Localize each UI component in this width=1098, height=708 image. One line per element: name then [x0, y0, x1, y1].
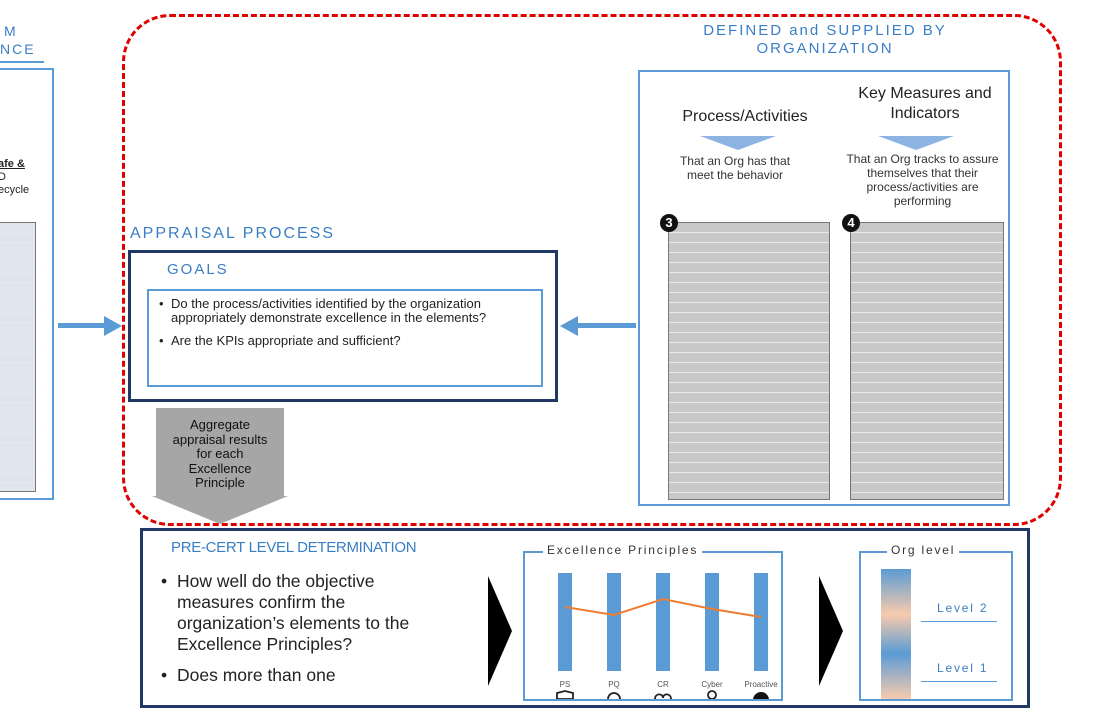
- left-title-line1: M: [4, 23, 18, 39]
- badge-4: 4: [842, 214, 860, 232]
- goals-title: GOALS: [167, 261, 229, 278]
- org-level-title: Org level: [887, 543, 960, 557]
- appraisal-box: GOALS Do the process/activities identifi…: [128, 250, 558, 402]
- trend-line: [564, 597, 762, 618]
- bar-ps: [558, 573, 572, 671]
- lock-icon: [707, 690, 717, 699]
- precert-bullet-1: How well do the objective measures confi…: [159, 571, 449, 655]
- defined-header-line2: ORGANIZATION: [756, 40, 894, 57]
- left-box-text: afe & D ecycle: [0, 158, 29, 197]
- label-cyber: Cyber: [701, 680, 723, 689]
- col2-lines-panel: [850, 222, 1004, 500]
- excellence-chart: PS PQ CR Cyber Proactive: [556, 573, 778, 699]
- left-lines-panel: [0, 222, 36, 492]
- level-1-line: [921, 681, 997, 682]
- precert-box: PRE-CERT LEVEL DETERMINATION How well do…: [140, 528, 1030, 708]
- goal-item-2: Are the KPIs appropriate and sufficient?: [157, 334, 533, 349]
- level-2-label: Level 2: [937, 601, 989, 615]
- col2-arrow: [878, 136, 954, 150]
- left-box-text-line2: D: [0, 171, 6, 183]
- aggregate-arrow-head: [152, 496, 288, 524]
- gear-icon: [607, 692, 621, 699]
- bar-pq: [607, 573, 621, 671]
- label-cr: CR: [657, 680, 669, 689]
- chevron-1-icon: [488, 576, 512, 686]
- right-arrow-shaft: [578, 323, 636, 328]
- goal-item-1: Do the process/activities identified by …: [157, 297, 533, 325]
- left-title-fragment: M NCE: [0, 22, 60, 58]
- bar-cr: [656, 573, 670, 671]
- label-proactive: Proactive: [744, 680, 778, 689]
- col1-title: Process/Activities: [682, 108, 808, 125]
- aggregate-arrow: Aggregate appraisal results for each Exc…: [152, 408, 288, 524]
- precert-title: PRE-CERT LEVEL DETERMINATION: [171, 539, 417, 556]
- aggregate-label: Aggregate appraisal results for each Exc…: [172, 417, 268, 490]
- col1-arrow: [700, 136, 776, 150]
- defined-box: Process/Activities Key Measures and Indi…: [638, 70, 1010, 506]
- smiley-icon: [753, 692, 769, 699]
- org-level-gradient: [881, 569, 911, 699]
- precert-bullet-2: Does more than one: [159, 665, 449, 686]
- left-title-underline: [0, 61, 44, 63]
- bar-proactive: [754, 573, 768, 671]
- level-2-line: [921, 621, 997, 622]
- shield-icon: [556, 690, 574, 699]
- col1-desc: That an Org has that meet the behavior: [679, 154, 791, 182]
- right-arrow-head: [560, 316, 578, 336]
- dashed-region: [122, 14, 1062, 526]
- org-level-box: Org level Level 2 Level 1: [859, 543, 1013, 701]
- excellence-title: Excellence Principles: [543, 543, 703, 557]
- excellence-box: Excellence Principles PS PQ CR Cyber Pro…: [523, 543, 783, 701]
- bar-cyber: [705, 573, 719, 671]
- heart-icon: [654, 693, 672, 699]
- left-box: afe & D ecycle: [0, 68, 54, 500]
- appraisal-title: APPRAISAL PROCESS: [130, 225, 336, 242]
- aggregate-arrow-body: [156, 408, 284, 496]
- col2-desc: That an Org tracks to assure themselves …: [846, 152, 999, 208]
- left-title-line2: NCE: [0, 41, 36, 57]
- col1-lines-panel: [668, 222, 830, 500]
- badge-3: 3: [660, 214, 678, 232]
- label-ps: PS: [560, 680, 571, 689]
- precert-bullets: How well do the objective measures confi…: [159, 571, 449, 686]
- label-pq: PQ: [608, 680, 620, 689]
- col2-title: Key Measures and Indicators: [858, 85, 992, 122]
- left-arrow-head: [104, 316, 122, 336]
- left-arrow-shaft: [58, 323, 108, 328]
- left-box-text-line3: ecycle: [0, 184, 30, 196]
- defined-header: DEFINED and SUPPLIED BY ORGANIZATION: [640, 22, 1010, 58]
- defined-header-line1: DEFINED and SUPPLIED BY: [703, 22, 947, 39]
- chevron-2-icon: [819, 576, 843, 686]
- goals-box: Do the process/activities identified by …: [147, 289, 543, 387]
- left-box-text-bold: afe &: [0, 158, 25, 170]
- level-1-label: Level 1: [937, 661, 989, 675]
